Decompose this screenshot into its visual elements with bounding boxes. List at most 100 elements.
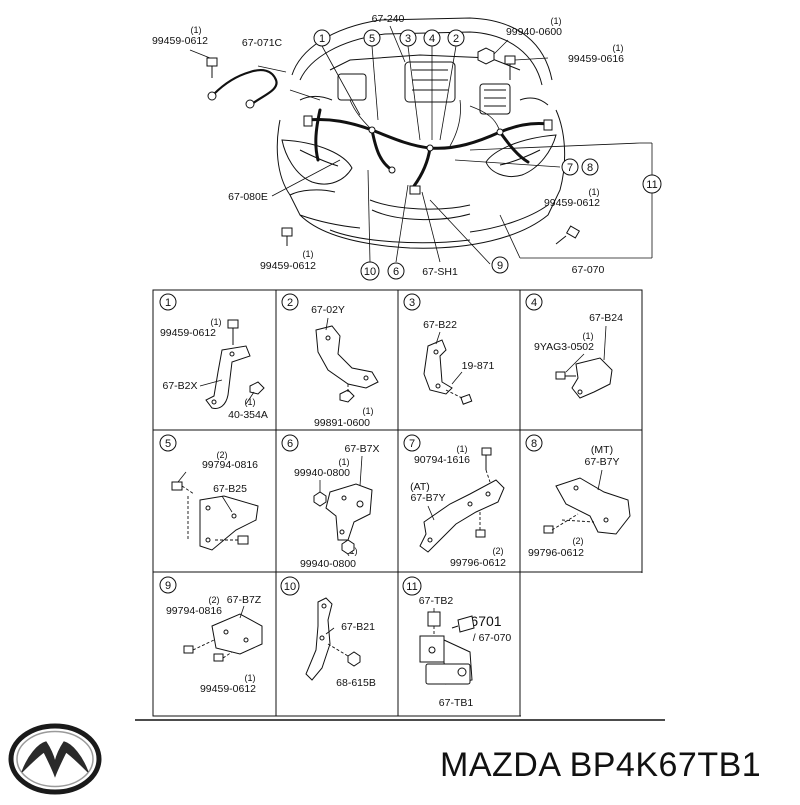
bracket-67-B22-icon: [423, 331, 473, 405]
svg-text:(2): (2): [573, 536, 584, 546]
bracket-67-B21-icon: [305, 597, 361, 681]
svg-text:67-B2X: 67-B2X: [162, 380, 197, 392]
svg-text:5: 5: [165, 438, 171, 450]
svg-text:19-871: 19-871: [462, 360, 495, 372]
svg-text:99940-0800: 99940-0800: [300, 558, 356, 570]
mazda-logo-icon: [8, 723, 102, 795]
svg-text:99796-0612: 99796-0612: [450, 557, 506, 569]
svg-text:8: 8: [587, 162, 593, 174]
callout-5: 5: [363, 29, 381, 47]
svg-text:8: 8: [531, 438, 537, 450]
detail-panel-6: 6 67-B7X (1) 99940-0800 (1) 99940-0800: [281, 434, 380, 570]
svg-text:67-240: 67-240: [372, 13, 405, 25]
bracket-67-02Y-icon: [315, 317, 379, 403]
detail-panel-8: 8 (MT) 67-B7Y (2) 99796-0612: [525, 434, 631, 559]
svg-text:99891-0600: 99891-0600: [314, 417, 370, 429]
svg-text:11: 11: [646, 179, 657, 191]
svg-text:(1): (1): [457, 444, 468, 454]
detail-panel-3: 3 67-B22 19-871: [403, 293, 495, 405]
svg-text:67-B7Y: 67-B7Y: [410, 492, 445, 504]
callout-1: 1: [313, 29, 331, 47]
svg-text:(AT): (AT): [410, 481, 430, 493]
bracket-67-B24-icon: [555, 325, 613, 399]
svg-text:99459-0612: 99459-0612: [160, 327, 216, 339]
svg-text:99940-0800: 99940-0800: [294, 467, 350, 479]
main-harness: [303, 99, 553, 195]
svg-text:(2): (2): [217, 450, 228, 460]
detail-panel-2: 2 67-02Y (1) 99891-0600: [281, 293, 379, 429]
battery-cable-67-071C: [207, 65, 321, 109]
svg-text:4: 4: [531, 297, 537, 309]
part-number-caption: MAZDA BP4K67TB1: [440, 746, 762, 784]
svg-text:6: 6: [287, 438, 293, 450]
svg-text:2: 2: [287, 297, 293, 309]
bracket-67-B7Z-icon: [183, 605, 263, 662]
svg-text:7: 7: [567, 162, 573, 174]
svg-text:67-02Y: 67-02Y: [311, 304, 345, 316]
svg-text:(1): (1): [613, 43, 624, 53]
svg-text:10: 10: [284, 581, 296, 593]
bracket-67-B7Y-at-icon: [419, 447, 505, 553]
svg-text:67-B7X: 67-B7X: [344, 443, 379, 455]
callout-6: 6: [387, 262, 405, 280]
svg-text:9: 9: [165, 580, 171, 592]
svg-text:99940-0600: 99940-0600: [506, 26, 562, 38]
callout-4: 4: [423, 29, 441, 47]
svg-text:68-615B: 68-615B: [336, 677, 376, 689]
svg-text:6: 6: [393, 266, 399, 278]
svg-text:10: 10: [364, 266, 376, 278]
svg-text:(1): (1): [245, 673, 256, 683]
svg-text:(1): (1): [339, 457, 350, 467]
svg-text:67-TB1: 67-TB1: [439, 697, 474, 709]
nut-top-right-icon: [477, 39, 509, 65]
detail-panel-10: 10 67-B21 68-615B: [280, 576, 376, 689]
svg-text:99459-0612: 99459-0612: [260, 260, 316, 272]
main-part-labels: (1) 99459-0612 67-071C 67-240 (1) 99940-…: [152, 13, 624, 278]
svg-text:99796-0612: 99796-0612: [528, 547, 584, 559]
svg-text:(1): (1): [245, 397, 256, 407]
svg-text:99459-0612: 99459-0612: [200, 683, 256, 695]
bolt-top-right-icon: [504, 55, 549, 80]
svg-text:40-354A: 40-354A: [228, 409, 268, 421]
svg-text:67-TB2: 67-TB2: [419, 595, 454, 607]
bracket-67-B7X-icon: [313, 455, 373, 555]
detail-grid: [152, 289, 643, 717]
bolt-bottom-left-icon: [281, 227, 293, 246]
svg-text:(1): (1): [363, 406, 374, 416]
svg-text:(1): (1): [303, 249, 314, 259]
svg-text:1: 1: [165, 297, 171, 309]
svg-text:9YAG3-0502: 9YAG3-0502: [534, 341, 594, 353]
bracket-67-B2X-icon: [199, 319, 265, 409]
svg-text:(1): (1): [211, 317, 222, 327]
leader-lines: [271, 25, 653, 265]
svg-text:(MT): (MT): [591, 444, 613, 456]
svg-text:3: 3: [405, 33, 411, 45]
callout-9: 9: [491, 256, 509, 274]
detail-panel-7: 7 (1) 90794-1616 (AT) 67-B7Y (2) 99796-0…: [403, 434, 506, 569]
svg-text:(1): (1): [583, 331, 594, 341]
bracket-67-B7Y-mt-icon: [543, 469, 631, 535]
svg-text:67-B25: 67-B25: [213, 483, 247, 495]
svg-text:9: 9: [497, 260, 503, 272]
detail-panel-1: 1 (1) 99459-0612 67-B2X (1) 40-354A: [159, 293, 268, 421]
svg-text:67-B7Z: 67-B7Z: [227, 594, 262, 606]
svg-text:67-B24: 67-B24: [589, 312, 623, 324]
svg-text:(1): (1): [551, 16, 562, 26]
svg-text:67-B21: 67-B21: [341, 621, 375, 633]
svg-text:99459-0616: 99459-0616: [568, 53, 624, 65]
detail-panel-11: 11 67-TB2 6701 / 67-070 67-TB1: [402, 576, 511, 709]
callout-11: 11: [642, 174, 662, 194]
svg-text:4: 4: [429, 33, 435, 45]
svg-text:99459-0612: 99459-0612: [544, 197, 600, 209]
svg-text:2: 2: [453, 33, 459, 45]
detail-panel-4: 4 67-B24 (1) 9YAG3-0502: [525, 293, 623, 399]
callout-7: 7: [561, 158, 579, 176]
svg-text:99459-0612: 99459-0612: [152, 35, 208, 47]
svg-text:67-070: 67-070: [572, 264, 605, 276]
svg-text:90794-1616: 90794-1616: [414, 454, 470, 466]
detail-panel-9: 9 (2) 99794-0816 67-B7Z (1) 99459-0612: [159, 576, 263, 695]
callout-10: 10: [360, 261, 380, 281]
terminal-block-67-TB-icon: [419, 608, 475, 685]
